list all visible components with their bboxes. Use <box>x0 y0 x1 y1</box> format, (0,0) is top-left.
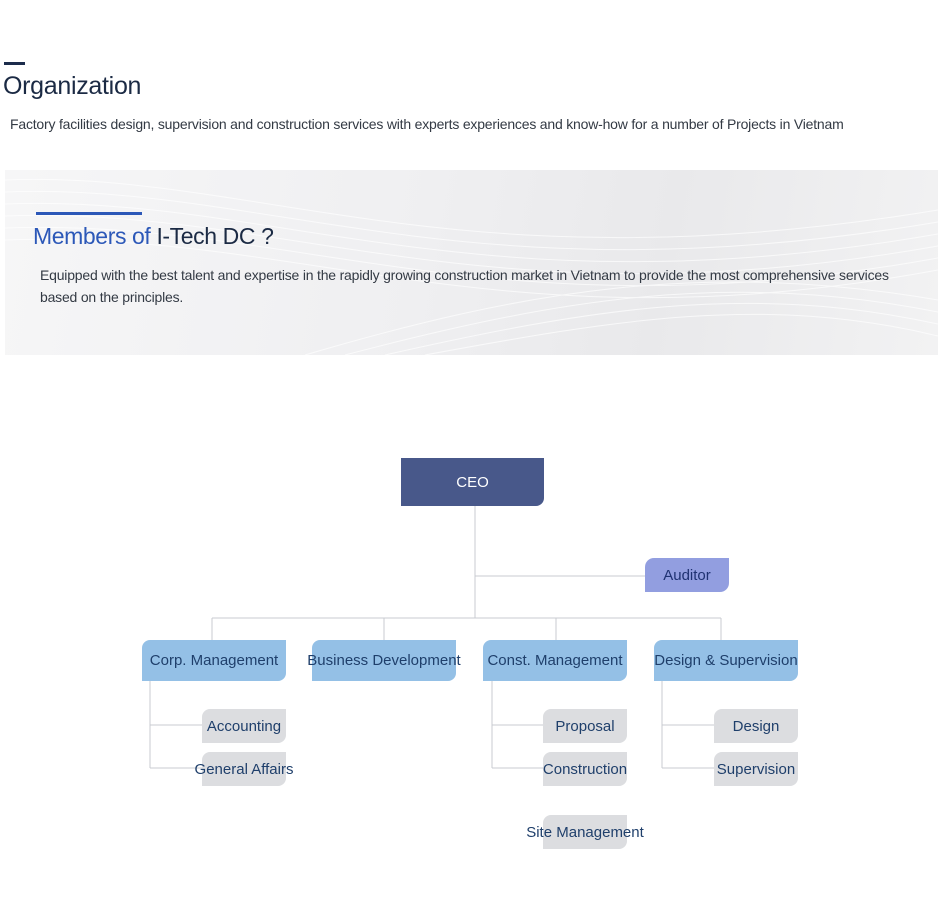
unit-label: Proposal <box>555 717 615 735</box>
dept-corp-management: Corp. Management <box>142 640 286 681</box>
title-accent-bar <box>4 62 25 65</box>
banner-description: Equipped with the best talent and expert… <box>40 267 889 305</box>
wave-pattern <box>5 178 938 355</box>
dept-const-management: Const. Management <box>483 640 627 681</box>
unit-construction: Construction <box>543 752 627 786</box>
unit-label: Site Management <box>526 823 644 841</box>
auditor-label: Auditor <box>663 566 711 584</box>
page-subtitle: Factory facilities design, supervision a… <box>10 116 844 132</box>
banner-heading: Members of I-Tech DC ? <box>33 223 274 250</box>
unit-label: Supervision <box>716 760 796 778</box>
ceo-node: CEO <box>401 458 544 506</box>
dept-label: Corp. Management <box>149 652 279 669</box>
unit-accounting: Accounting <box>202 709 286 743</box>
dept-label: Const. Management <box>487 652 623 669</box>
ceo-label: CEO <box>456 473 489 491</box>
banner-heading-main: I-Tech DC ? <box>156 223 274 249</box>
banner-heading-accent: Members of <box>33 223 151 249</box>
unit-label: Construction <box>542 760 628 778</box>
auditor-node: Auditor <box>645 558 729 592</box>
unit-label: General Affairs <box>194 760 294 778</box>
unit-label: Accounting <box>206 717 282 735</box>
unit-label: Design <box>732 717 780 735</box>
dept-business-development: Business Development <box>307 640 461 681</box>
unit-site-management: Site Management <box>526 815 644 849</box>
dept-label: Design & Supervision <box>654 652 798 669</box>
dept-design-supervision: Design & Supervision <box>654 640 798 681</box>
page-title: Organization <box>3 72 142 100</box>
dept-label: Business Development <box>307 652 461 669</box>
unit-general-affairs: General Affairs <box>195 752 293 786</box>
unit-design: Design <box>714 709 798 743</box>
members-banner: Members of I-Tech DC ? Equipped with the… <box>5 170 938 355</box>
unit-supervision: Supervision <box>714 752 798 786</box>
banner-accent-bar <box>36 212 142 215</box>
unit-proposal: Proposal <box>543 709 627 743</box>
